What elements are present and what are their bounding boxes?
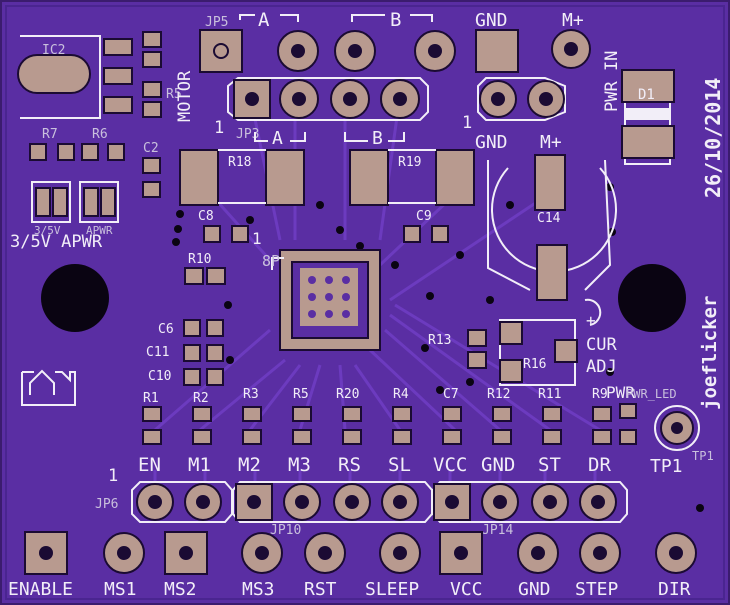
r12-label: R12 bbox=[487, 387, 510, 402]
c11-label: C11 bbox=[146, 345, 169, 360]
jp14-label: JP14 bbox=[482, 523, 513, 538]
tp1-label: TP1 bbox=[650, 456, 683, 477]
mounting-hole-left bbox=[41, 264, 109, 332]
pwr-led-ref: PWR_LED bbox=[626, 387, 677, 401]
pwr-in-label: PWR IN bbox=[602, 51, 622, 112]
coil-b-top-label: B bbox=[390, 9, 401, 31]
r5-label: R5 bbox=[166, 87, 182, 102]
pot-plus-icon: + bbox=[586, 311, 596, 330]
label-step: STEP bbox=[575, 579, 619, 600]
power-pin1-label: 1 bbox=[462, 113, 472, 133]
pwr-led-label: PWR bbox=[606, 383, 635, 402]
header-jp5: JP5 A B bbox=[199, 9, 456, 73]
jp10-label: JP10 bbox=[270, 523, 301, 538]
ic2-label: IC2 bbox=[42, 43, 65, 58]
bottom-labels: ENABLE MS1 MS2 MS3 RST SLEEP VCC GND STE… bbox=[8, 579, 691, 600]
c14-label: C14 bbox=[537, 211, 561, 226]
r2-label: R2 bbox=[193, 391, 209, 406]
select-label: 3/5V APWR bbox=[10, 232, 103, 252]
signal-m2: M2 bbox=[238, 454, 261, 476]
mplus-mid-label: M+ bbox=[540, 132, 562, 153]
signal-labels: EN M1 M2 M3 RS SL VCC GND ST DR bbox=[138, 454, 611, 476]
gnd-mid-label: GND bbox=[475, 132, 508, 153]
ic-pin1-label: 1 bbox=[252, 229, 262, 248]
author-label: joeflicker bbox=[699, 296, 721, 410]
bottom-pads bbox=[24, 531, 697, 575]
r13-label: R13 bbox=[428, 333, 451, 348]
jp3-label: JP3 bbox=[236, 127, 259, 142]
bottom-pin1-label: 1 bbox=[108, 466, 118, 486]
coil-a-top-label: A bbox=[258, 9, 270, 31]
label-rst: RST bbox=[304, 579, 337, 600]
signal-m3: M3 bbox=[288, 454, 311, 476]
crystal-ic2 bbox=[17, 54, 91, 94]
r6-label: R6 bbox=[92, 127, 108, 142]
r10-label: R10 bbox=[188, 252, 211, 267]
signal-m1: M1 bbox=[188, 454, 211, 476]
signal-st: ST bbox=[538, 454, 561, 476]
mounting-hole-right bbox=[618, 264, 686, 332]
label-ms1: MS1 bbox=[104, 579, 137, 600]
r20-label: R20 bbox=[336, 387, 359, 402]
adj-label: ADJ bbox=[586, 357, 617, 377]
c10-label: C10 bbox=[148, 369, 171, 384]
stepper-driver-ic: 8P bbox=[262, 249, 381, 351]
power-section: GND M+ PWR IN 1 GND M+ D1 26/10/2014 C14… bbox=[462, 10, 725, 410]
c9-label: C9 bbox=[416, 209, 432, 224]
r16-label: R16 bbox=[523, 357, 546, 372]
d1-label: D1 bbox=[638, 87, 655, 103]
r3-label: R3 bbox=[243, 387, 259, 402]
jp5-label: JP5 bbox=[205, 15, 228, 30]
r7-label: R7 bbox=[42, 127, 58, 142]
c6-label: C6 bbox=[158, 322, 174, 337]
jp6-label: JP6 bbox=[95, 497, 118, 512]
signal-sl: SL bbox=[388, 454, 411, 476]
logo-icon bbox=[21, 369, 76, 406]
label-enable: ENABLE bbox=[8, 579, 73, 600]
bottom-header: 1 JP6 JP10 JP14 bbox=[95, 466, 628, 538]
r19-label: R19 bbox=[398, 155, 421, 170]
coil-b-mid-label: B bbox=[372, 128, 383, 149]
vias bbox=[172, 183, 704, 512]
c8-label: C8 bbox=[198, 209, 214, 224]
chip-mark-label: 8P bbox=[262, 252, 280, 270]
signal-rs: RS bbox=[338, 454, 361, 476]
motor-label: MOTOR bbox=[175, 70, 195, 122]
label-sleep: SLEEP bbox=[365, 579, 419, 600]
r18-label: R18 bbox=[228, 155, 251, 170]
jp3-pin1-label: 1 bbox=[214, 118, 224, 138]
mplus-top-label: M+ bbox=[562, 10, 584, 31]
label-ms2: MS2 bbox=[164, 579, 197, 600]
signal-en: EN bbox=[138, 454, 161, 476]
signal-vcc: VCC bbox=[433, 454, 467, 476]
tp1-ref: TP1 bbox=[692, 449, 714, 463]
coil-a-mid-label: A bbox=[272, 128, 283, 149]
motor-section: IC2 R5 MOTOR bbox=[17, 31, 195, 122]
c7-label: C7 bbox=[443, 387, 459, 402]
signal-dr: DR bbox=[588, 454, 611, 476]
cur-label: CUR bbox=[586, 335, 617, 355]
signal-gnd: GND bbox=[481, 454, 515, 476]
label-gnd: GND bbox=[518, 579, 551, 600]
gnd-top-label: GND bbox=[475, 10, 508, 31]
label-vcc: VCC bbox=[450, 579, 483, 600]
label-dir: DIR bbox=[658, 579, 691, 600]
jumper-35v-label: 3/5V bbox=[34, 224, 61, 237]
label-ms3: MS3 bbox=[242, 579, 275, 600]
date-label: 26/10/2014 bbox=[701, 78, 725, 198]
r1-label: R1 bbox=[143, 391, 159, 406]
r11-label: R11 bbox=[538, 387, 561, 402]
resistor-row: R1 R2 R3 R5 R20 R4 C7 R12 R11 R9 PWR PWR… bbox=[142, 383, 714, 477]
r5b-label: R5 bbox=[293, 387, 309, 402]
r4-label: R4 bbox=[393, 387, 409, 402]
header-jp3: 1 JP3 A B bbox=[214, 77, 429, 149]
c2-label: C2 bbox=[143, 141, 159, 156]
left-section: R7 R6 C2 3/5V APWR 3/5V APWR R10 C6 C11 … bbox=[10, 127, 226, 406]
center-section: R18 R19 C8 1 C9 8P R13 R16 bbox=[179, 149, 546, 372]
r9-label: R9 bbox=[592, 387, 608, 402]
jumper-apwr-label: APWR bbox=[86, 224, 113, 237]
